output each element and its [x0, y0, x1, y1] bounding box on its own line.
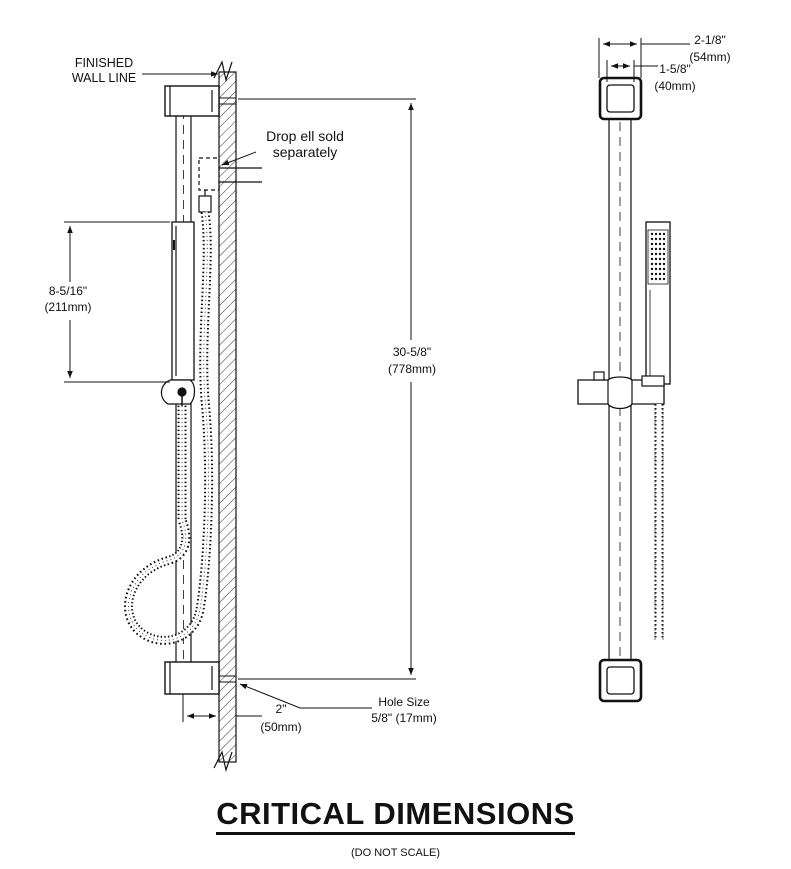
bracket-width-label-1: 1-5/8" — [659, 62, 691, 76]
front-view — [577, 38, 690, 703]
spray-face-nozzles — [650, 232, 666, 281]
hole-size-leader — [239, 683, 372, 709]
hole-size-label-1: Hole Size — [378, 695, 430, 709]
projection-label-1: 2" — [276, 702, 287, 716]
hole-size-label-2: 5/8" (17mm) — [371, 711, 437, 725]
finished-wall-line-label-1: FINISHED — [75, 56, 133, 70]
bottom-bracket-front — [598, 658, 643, 703]
bar-length-dimension — [238, 98, 416, 680]
page-title-text: CRITICAL DIMENSIONS — [216, 796, 575, 835]
top-bracket-side — [164, 85, 236, 117]
projection-dimension — [182, 694, 262, 722]
top-bracket-front — [598, 76, 643, 121]
handshower-length-dimension — [64, 221, 170, 383]
slider-holder-side — [160, 379, 196, 406]
side-view — [64, 60, 416, 773]
drop-ell-leader — [221, 151, 257, 166]
bracket-width-label-2: (40mm) — [654, 79, 695, 93]
slider-holder-front — [577, 371, 665, 410]
handshower-length-label-2: (211mm) — [44, 300, 91, 314]
overall-width-label-2: (54mm) — [689, 50, 730, 64]
handshower-length-label-1: 8-5/16" — [49, 284, 87, 298]
hose-front — [654, 404, 664, 640]
drop-ell-label-2: separately — [273, 144, 338, 160]
bottom-bracket-side — [164, 661, 236, 695]
handshower-side — [171, 221, 195, 381]
page-subtitle: (DO NOT SCALE) — [350, 847, 441, 859]
bar-length-label-1: 30-5/8" — [393, 345, 431, 359]
bracket-width-dimension — [606, 60, 658, 82]
page-title: CRITICAL DIMENSIONS — [0, 796, 791, 835]
overall-width-label-1: 2-1/8" — [694, 33, 726, 47]
hose-side — [124, 211, 214, 645]
drop-ell — [198, 157, 262, 213]
bar-length-label-2: (778mm) — [388, 362, 436, 376]
projection-label-2: (50mm) — [260, 720, 301, 734]
finished-wall-line-label-2: WALL LINE — [72, 71, 136, 85]
drop-ell-label-1: Drop ell sold — [266, 128, 344, 144]
finished-wall — [213, 60, 237, 773]
overall-width-dimension — [598, 38, 690, 78]
handshower-front — [645, 221, 671, 385]
